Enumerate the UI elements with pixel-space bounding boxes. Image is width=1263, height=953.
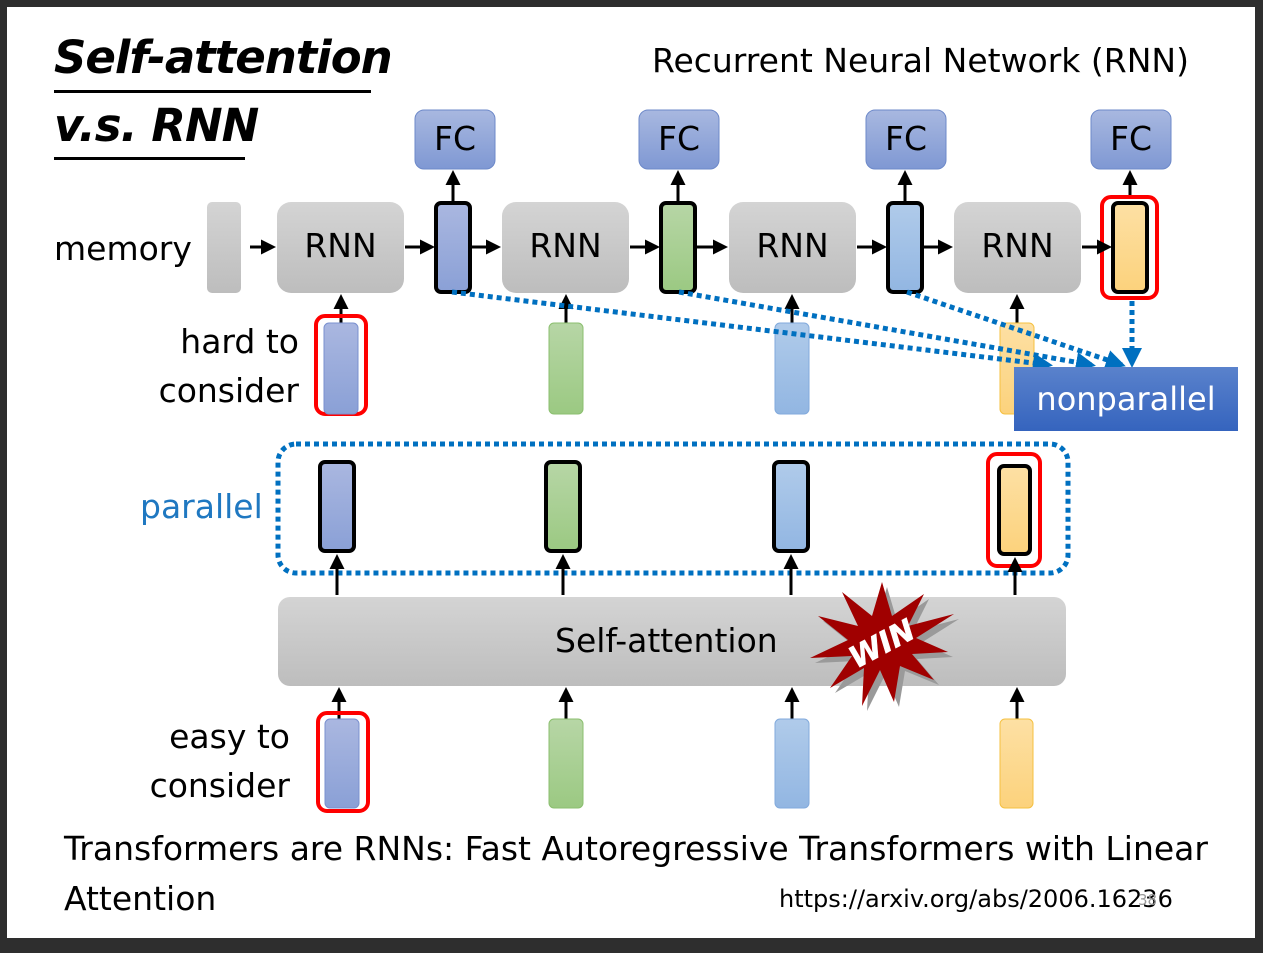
- rnn-input-1: [323, 322, 359, 415]
- rnn-block-1: [277, 202, 404, 293]
- fc-label-3: FC: [884, 119, 928, 158]
- fc-block-1: [414, 109, 496, 170]
- easy-label-line1: easy to: [169, 717, 290, 756]
- diagram-canvas: WIN: [207, 109, 1238, 813]
- slide-title-line2: v.s. RNN: [54, 99, 259, 152]
- easy-label-line2: consider: [149, 766, 290, 805]
- attention-input-1: [324, 718, 360, 809]
- attention-input-4: [999, 718, 1034, 809]
- attention-input-2: [548, 718, 584, 809]
- slide-title-line1: Self-attention: [54, 31, 393, 84]
- paper-title-line1: Transformers are RNNs: Fast Autoregressi…: [64, 829, 1208, 868]
- slide: Self-attention v.s. RNN Recurrent Neural…: [7, 7, 1255, 938]
- page-number: 38: [1138, 891, 1158, 909]
- fc-block-4: [1090, 109, 1172, 170]
- rnn-subtitle: Recurrent Neural Network (RNN): [652, 41, 1189, 80]
- hidden-vector-2: [659, 201, 697, 294]
- dependency-lines: [451, 289, 1142, 373]
- paper-title-line2: Attention: [64, 879, 217, 918]
- title-underline-2: [54, 157, 245, 160]
- fc-block-2: [638, 109, 720, 170]
- fc-label-1: FC: [433, 119, 477, 158]
- fc-block-3: [865, 109, 947, 170]
- memory-block: [207, 202, 241, 293]
- title-underline-1: [54, 90, 371, 93]
- rnn-block-2: [502, 202, 629, 293]
- rnn-label-1: RNN: [304, 226, 377, 265]
- memory-label: memory: [54, 229, 192, 268]
- rnn-input-3: [774, 322, 810, 415]
- nonparallel-label: nonparallel: [1036, 380, 1216, 418]
- nonparallel-box: [1014, 367, 1238, 431]
- fc-label-4: FC: [1109, 119, 1153, 158]
- attention-input-3: [774, 718, 810, 809]
- rnn-label-2: RNN: [529, 226, 602, 265]
- rnn-label-4: RNN: [981, 226, 1054, 265]
- attention-input-1-highlight: [316, 711, 370, 813]
- rnn-label-3: RNN: [756, 226, 829, 265]
- fc-label-2: FC: [657, 119, 701, 158]
- rnn-input-2: [548, 322, 584, 415]
- attention-output-4: [997, 464, 1032, 556]
- hidden-vector-3: [886, 201, 924, 294]
- win-badge: WIN: [810, 582, 959, 711]
- rnn-arrows: [250, 170, 1138, 323]
- attention-output-1: [318, 460, 356, 553]
- attention-output-3: [772, 460, 810, 553]
- hard-label-line1: hard to: [180, 322, 299, 361]
- parallel-label: parallel: [140, 487, 263, 526]
- parallel-container: [275, 441, 1071, 576]
- hidden-vector-1: [434, 201, 472, 294]
- hidden-vector-4: [1111, 201, 1149, 294]
- hard-label-line2: consider: [158, 371, 299, 410]
- rnn-block-4: [954, 202, 1081, 293]
- attention-output-2: [544, 460, 582, 553]
- self-attention-label: Self-attention: [555, 621, 778, 660]
- rnn-block-3: [729, 202, 856, 293]
- paper-url[interactable]: https://arxiv.org/abs/2006.16236: [779, 885, 1173, 913]
